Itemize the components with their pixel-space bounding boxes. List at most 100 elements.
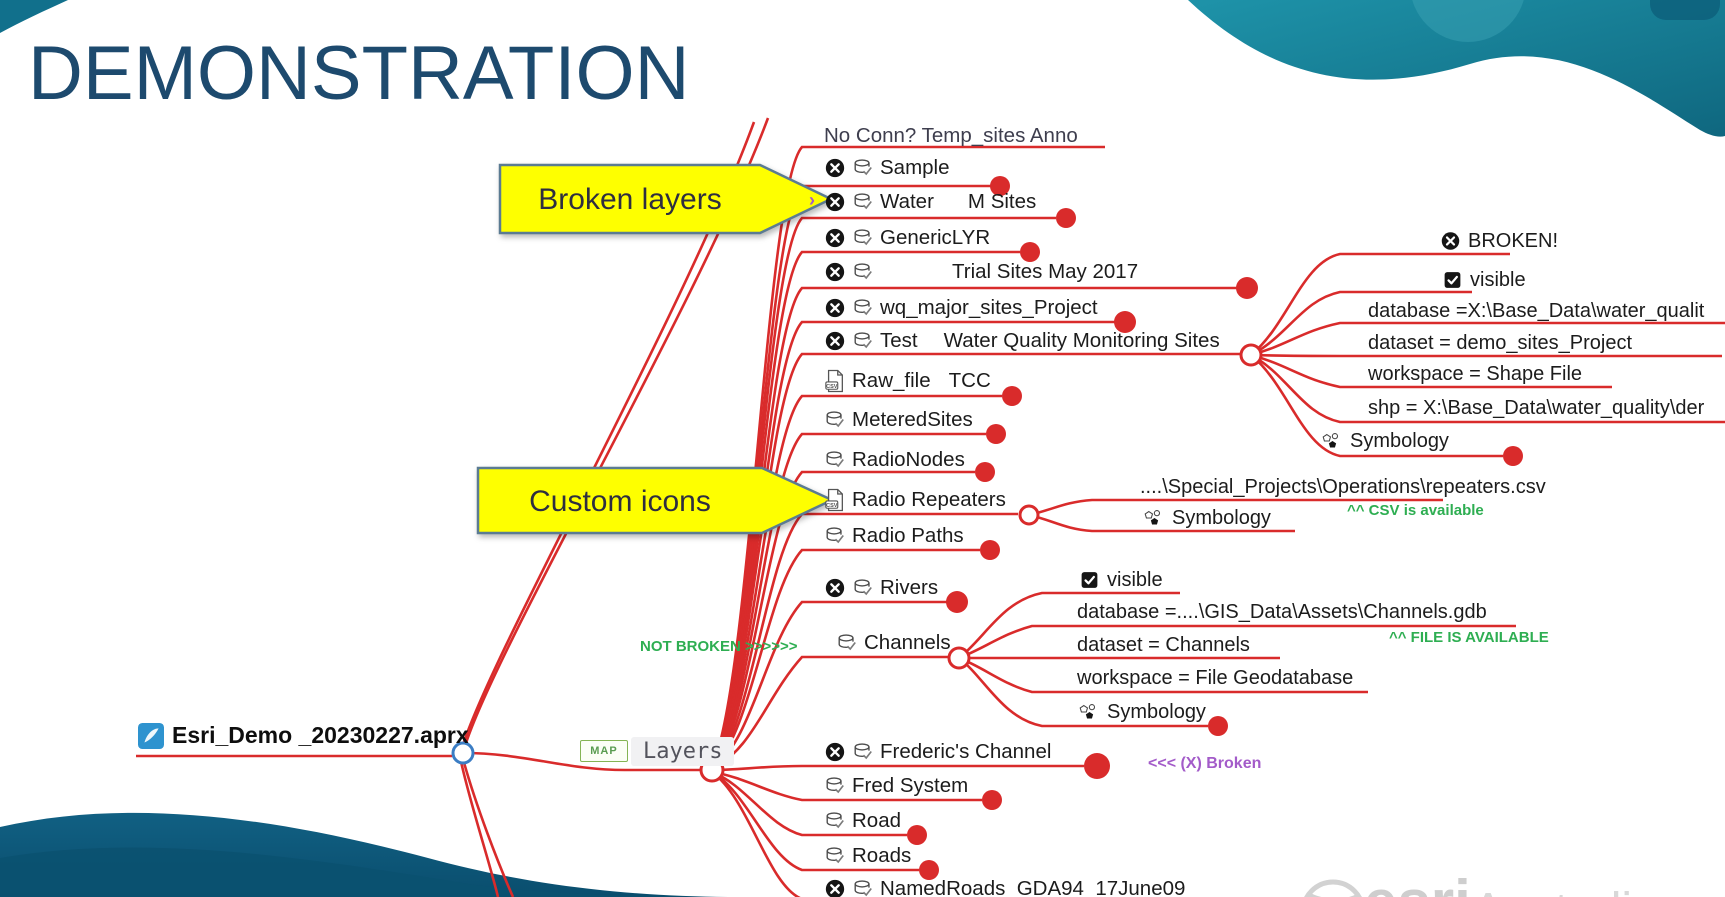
detail-repeaters-symbology: Symbology (1144, 503, 1271, 533)
detail-label: dataset = demo_sites_Project (1368, 331, 1633, 354)
layer-node-label: NamedRoads GDA94 17June09 (880, 877, 1186, 897)
geodata-icon (852, 260, 874, 284)
geodata-icon (824, 809, 846, 833)
layer-node-label: Rivers (880, 576, 939, 599)
custom-icons-callout-label: Custom icons (529, 485, 711, 518)
map-icon: MAP (580, 740, 628, 762)
detail-label: shp = X:\Base_Data\water_quality\der (1368, 396, 1705, 419)
geodata-icon (852, 296, 874, 320)
layer-node-wq-major-sites: wq_major_sites_Project (824, 293, 1098, 323)
layer-node-raw-file: Raw_file TCC (824, 366, 991, 396)
layer-node-label: RadioNodes (852, 448, 965, 471)
detail-broken: BROKEN! (1440, 226, 1558, 256)
detail-label: ....\Special_Projects\Operations\repeate… (1140, 475, 1546, 498)
layer-node-note: Trial Sites May 2017 (952, 260, 1139, 283)
broken-icon (824, 226, 846, 250)
geodata-icon (852, 156, 874, 180)
callout-shapes (476, 163, 835, 535)
layer-node-note: M Sites (967, 190, 1037, 213)
broken-layers-callout-shape (498, 163, 834, 235)
test-hub (1239, 343, 1263, 367)
geodata-icon (836, 631, 858, 655)
symbology-icon (1322, 430, 1343, 452)
not-broken-note: NOT BROKEN >>>>>> (640, 638, 798, 655)
layer-node-label: Channels (864, 631, 951, 654)
symbology-icon (1079, 701, 1100, 723)
hub-circles (451, 343, 1263, 783)
layer-node-test: Test Water Quality Monitoring Sites (824, 326, 1220, 356)
layer-node-frederics-channel: Frederic's Channel (824, 737, 1051, 767)
layer-node-label: wq_major_sites_Project (880, 296, 1098, 319)
detail-label: workspace = Shape File (1368, 362, 1583, 385)
detail-label: dataset = Channels (1077, 633, 1250, 656)
layer-node-water: Water M Sites (824, 187, 1036, 217)
layer-node-note: Water Quality Monitoring Sites (943, 329, 1220, 352)
top-right-wave-blob (1412, 0, 1524, 42)
layer-node-label: GenericLYR (880, 226, 991, 249)
detail-channels-database: database =....\GIS_Data\Assets\Channels.… (1077, 597, 1487, 627)
logo-brand: esri (1364, 868, 1471, 897)
geodata-icon (852, 190, 874, 214)
detail-label: database =X:\Base_Data\water_qualit (1368, 299, 1705, 322)
broken-icon (824, 156, 846, 180)
root-to-layers-line (462, 751, 702, 772)
layer-node-channels: Channels (836, 628, 951, 658)
detail-channels-symbology: Symbology (1079, 697, 1206, 727)
detail-repeaters-csv-path: ....\Special_Projects\Operations\repeate… (1140, 472, 1546, 502)
broken-icon (824, 296, 846, 320)
broken-icon (824, 877, 846, 897)
geodata-icon (852, 576, 874, 600)
broken-icon (824, 260, 846, 284)
layer-node-label: No Conn? Temp_sites Anno (824, 124, 1078, 147)
detail-dataset: dataset = demo_sites_Project (1368, 328, 1632, 358)
layer-node-trial-sites: Trial Sites May 2017 (824, 257, 1138, 287)
custom-icons-callout-shape (476, 466, 835, 535)
layer-node-rivers: Rivers (824, 573, 938, 603)
top-left-wedge (0, 0, 68, 33)
detail-database: database =X:\Base_Data\water_qualit (1368, 296, 1704, 326)
broken-icon (1440, 230, 1461, 252)
top-right-wave (1188, 0, 1725, 137)
layers-node: Layers (631, 737, 735, 766)
broken-icon (824, 329, 846, 353)
esri-australia-logo: esri Australia (1304, 868, 1659, 897)
arcgis-project-icon (138, 723, 164, 749)
repeater-hub (1018, 504, 1040, 526)
channels-hub (947, 646, 971, 670)
layer-node-radio-repeaters: Radio Repeaters (824, 485, 1006, 515)
geodata-icon (824, 844, 846, 868)
layer-node-label: Roads (852, 844, 912, 867)
broken-icon (824, 576, 846, 600)
detail-label: workspace = File Geodatabase (1077, 666, 1354, 689)
file-available-note: ^^ FILE IS AVAILABLE (1389, 629, 1549, 646)
layer-node-no-conn: No Conn? Temp_sites Anno (824, 121, 1078, 151)
water-pointer-chevron: › (809, 190, 815, 210)
detail-label: Symbology (1172, 506, 1271, 529)
geodata-icon (852, 226, 874, 250)
detail-label: database =....\GIS_Data\Assets\Channels.… (1077, 600, 1487, 623)
csv-available-note: ^^ CSV is available (1347, 502, 1484, 519)
detail-channels-visible: visible (1079, 565, 1163, 595)
detail-label: Symbology (1107, 700, 1206, 723)
geodata-icon (852, 877, 874, 897)
layer-node-radionodes: RadioNodes (824, 445, 965, 475)
detail-shp: shp = X:\Base_Data\water_quality\der (1368, 393, 1704, 423)
geodata-icon (852, 329, 874, 353)
detail-workspace: workspace = Shape File (1368, 359, 1582, 389)
layer-node-label: Radio Paths (852, 524, 964, 547)
detail-visible: visible (1442, 265, 1526, 295)
checkbox-checked-icon (1442, 269, 1463, 291)
layer-node-label: Sample (880, 156, 950, 179)
layer-node-namedroads: NamedRoads GDA94 17June09 (824, 874, 1185, 897)
csv-icon (824, 369, 846, 393)
root-node: Esri_Demo _20230227.aprx (138, 722, 469, 749)
geodata-icon (824, 774, 846, 798)
layer-node-sample: Sample (824, 153, 950, 183)
layer-node-label: Fred System (852, 774, 969, 797)
root-hub (451, 741, 475, 765)
layer-node-genericlyr: GenericLYR (824, 223, 990, 253)
globe-icon (1304, 879, 1362, 897)
detail-label: visible (1107, 568, 1163, 591)
